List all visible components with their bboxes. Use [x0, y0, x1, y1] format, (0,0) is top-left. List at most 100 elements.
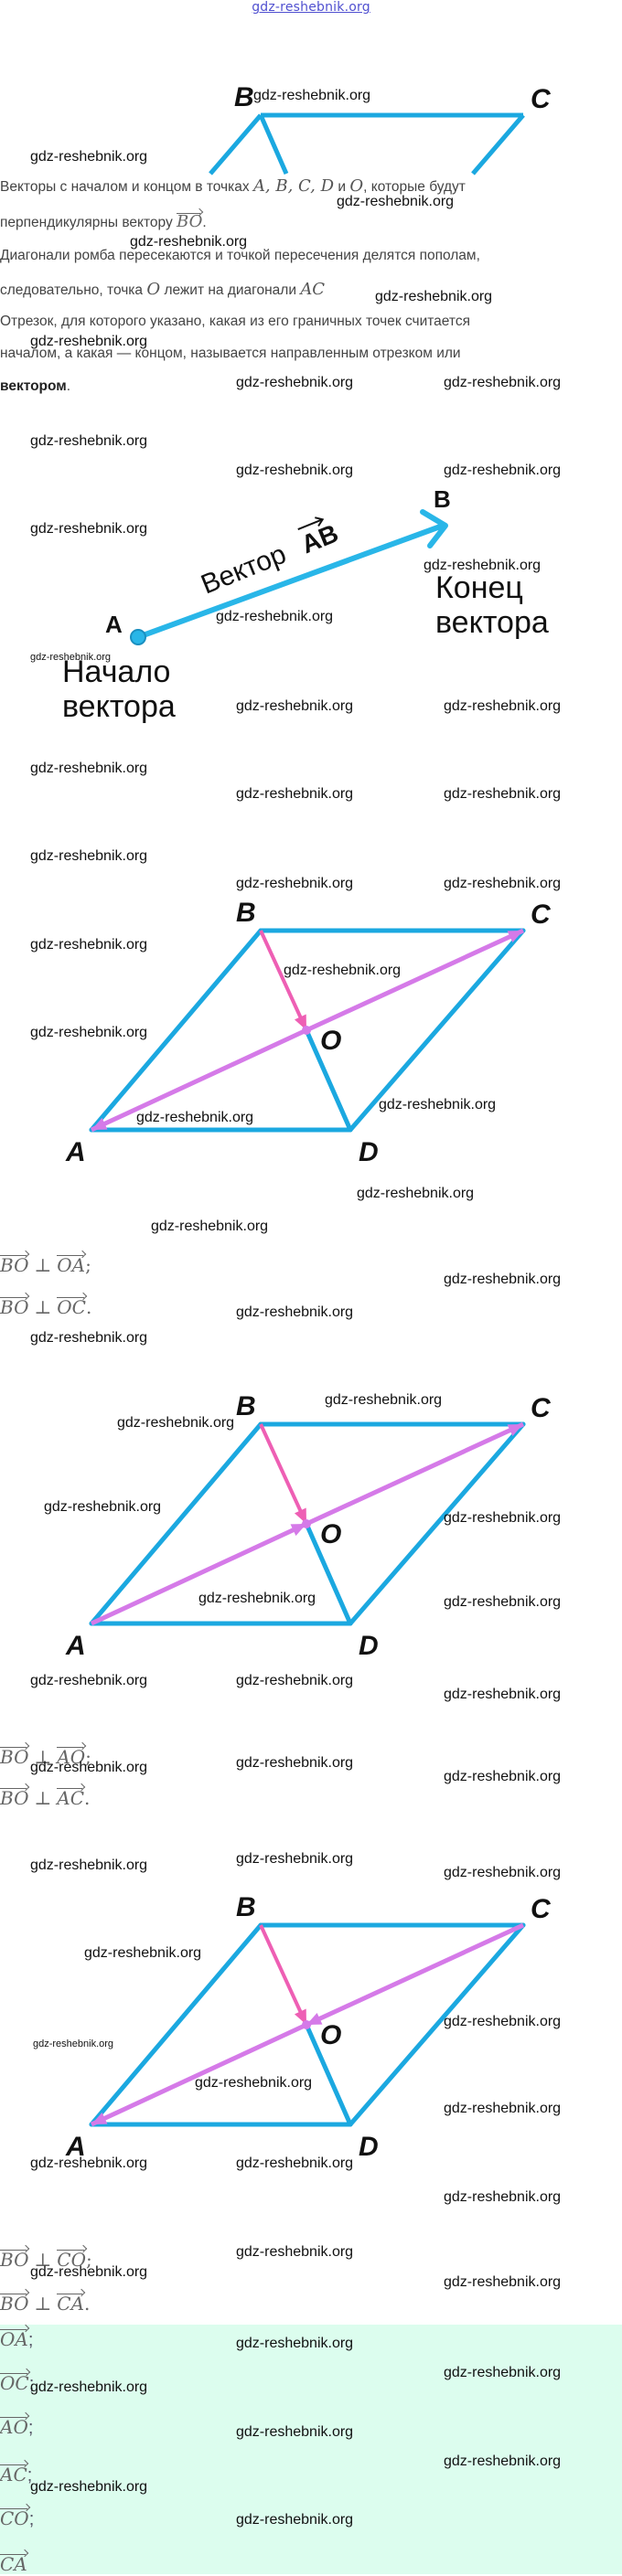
watermark-text: gdz-reshebnik.org — [236, 1851, 354, 1867]
watermark-text: gdz-reshebnik.org — [151, 1219, 269, 1234]
watermark-text: gdz-reshebnik.org — [444, 876, 562, 891]
site-link[interactable]: gdz-reshebnik.org — [252, 0, 370, 15]
side-ba — [209, 113, 263, 176]
explanation-line-4: началом, а какая — концом, называется на… — [0, 346, 461, 361]
watermark-text: gdz-reshebnik.org — [236, 698, 354, 714]
side-cd — [348, 1922, 526, 2127]
watermark-text: gdz-reshebnik.org — [30, 937, 148, 953]
answer-item-6: CA — [0, 2553, 27, 2575]
label-c: C — [531, 1894, 552, 1924]
answer-item-4: AC; — [0, 2464, 33, 2486]
answer-item-3: AO; — [0, 2416, 34, 2438]
watermark-text: gdz-reshebnik.org — [30, 761, 148, 776]
end-label-1: Конец — [435, 570, 523, 605]
watermark-text: gdz-reshebnik.org — [236, 1304, 354, 1320]
watermark-text: gdz-reshebnik.org — [30, 848, 148, 864]
watermark-text: gdz-reshebnik.org — [198, 1591, 316, 1606]
end-label-2: вектора — [435, 605, 549, 640]
watermark-text: gdz-reshebnik.org — [30, 1330, 148, 1346]
vector-oa — [90, 2022, 308, 2127]
label-d: D — [359, 1631, 379, 1655]
vector-label: Вектор — [197, 539, 290, 601]
answer-item-5: CO; — [0, 2507, 35, 2529]
watermark-text: gdz-reshebnik.org — [30, 334, 148, 349]
label-c: C — [531, 1393, 552, 1423]
watermark-text: gdz-reshebnik.org — [84, 1945, 202, 1961]
point-o-dot — [302, 1519, 311, 1528]
watermark-text: gdz-reshebnik.org — [236, 2244, 354, 2260]
watermark-text: gdz-reshebnik.org — [375, 289, 493, 304]
watermark-text: gdz-reshebnik.org — [30, 2264, 148, 2280]
watermark-text: gdz-reshebnik.org — [444, 2365, 562, 2380]
watermark-text: gdz-reshebnik.org — [284, 963, 402, 978]
label-b: B — [236, 1391, 256, 1421]
watermark-text: gdz-reshebnik.org — [30, 1673, 148, 1688]
watermark-text: gdz-reshebnik.org — [130, 234, 248, 250]
vector-bo-arrowhead-icon — [294, 1507, 306, 1524]
watermark-text: gdz-reshebnik.org — [444, 2101, 562, 2116]
watermark-text: gdz-reshebnik.org — [444, 2454, 562, 2469]
watermark-text: gdz-reshebnik.org — [30, 2479, 148, 2495]
point-o-dot — [302, 1026, 311, 1035]
answer-item-1: OA; — [0, 2328, 34, 2350]
relation-1: BO⊥OA; — [0, 1254, 91, 1276]
watermark-text: gdz-reshebnik.org — [236, 463, 354, 478]
vector-co-arrowhead-icon — [306, 2012, 323, 2025]
vector-co — [305, 1922, 525, 2028]
point-o-dot — [302, 2020, 311, 2029]
relation-6: BO⊥CA. — [0, 2293, 91, 2315]
answer-item-2: OC; — [0, 2372, 35, 2394]
start-label-2: вектора — [62, 689, 176, 724]
watermark-text: gdz-reshebnik.org — [236, 2424, 354, 2440]
watermark-text: gdz-reshebnik.org — [44, 1499, 162, 1515]
vector-bo — [259, 930, 308, 1031]
watermark-text: gdz-reshebnik.org — [236, 2336, 354, 2351]
top-rhombus-fragment: B C — [209, 82, 552, 176]
start-point-dot — [130, 629, 146, 645]
label-a: A — [65, 2132, 86, 2162]
vector-bo-arrowhead-icon — [294, 1014, 306, 1030]
watermark-text: gdz-reshebnik.org — [379, 1097, 497, 1112]
segment-od — [304, 1521, 353, 1626]
watermark-text: gdz-reshebnik.org — [444, 1510, 562, 1526]
vector-bo — [259, 1924, 308, 2026]
label-o: O — [320, 1026, 341, 1056]
watermark-text: gdz-reshebnik.org — [444, 1687, 562, 1702]
relation-4: BO⊥AC. — [0, 1787, 91, 1809]
side-ab — [89, 928, 263, 1133]
watermark-text: gdz-reshebnik.org — [444, 375, 562, 390]
watermark-text: gdz-reshebnik.org — [216, 609, 334, 624]
watermark-text: gdz-reshebnik.org — [136, 1110, 254, 1125]
side-ab — [89, 1421, 263, 1626]
watermark-text: gdz-reshebnik.org — [236, 786, 354, 802]
watermark-text: gdz-reshebnik.org — [236, 1755, 354, 1771]
watermark-text: gdz-reshebnik.org — [30, 652, 112, 663]
watermark-text: gdz-reshebnik.org — [337, 194, 455, 209]
watermark-text: gdz-reshebnik.org — [236, 876, 354, 891]
vector-oa — [90, 1027, 308, 1133]
label-c: C — [531, 899, 552, 930]
vector-bo: BO — [177, 212, 203, 231]
label-d: D — [359, 2132, 379, 2162]
vector-oc-arrowhead-icon — [507, 931, 523, 943]
vector-ao-arrowhead-icon — [290, 1524, 306, 1537]
label-b: B — [236, 1892, 256, 1922]
label-point-a: A — [105, 611, 123, 638]
arrowhead-icon — [420, 509, 448, 548]
label-o: O — [320, 2020, 341, 2050]
explanation-line-2: следовательно, точка O лежит на диагонал… — [0, 280, 326, 299]
label-a: A — [65, 1631, 86, 1655]
vector-oc-arrowhead-icon — [507, 1424, 523, 1437]
watermark-text: gdz-reshebnik.org — [30, 433, 148, 449]
watermark-text: gdz-reshebnik.org — [444, 786, 562, 802]
vector-bo — [259, 1423, 308, 1525]
watermark-text: gdz-reshebnik.org — [195, 2075, 313, 2091]
explanation-line-3: Отрезок, для которого указано, какая из … — [0, 314, 470, 329]
label-a: A — [65, 1137, 86, 1167]
side-ab — [89, 1922, 263, 2127]
watermark-text: gdz-reshebnik.org — [444, 2014, 562, 2029]
explanation-line-5: вектором. — [0, 378, 71, 394]
watermark-text: gdz-reshebnik.org — [444, 698, 562, 714]
watermark-text: gdz-reshebnik.org — [444, 1865, 562, 1880]
watermark-text: gdz-reshebnik.org — [357, 1186, 475, 1201]
